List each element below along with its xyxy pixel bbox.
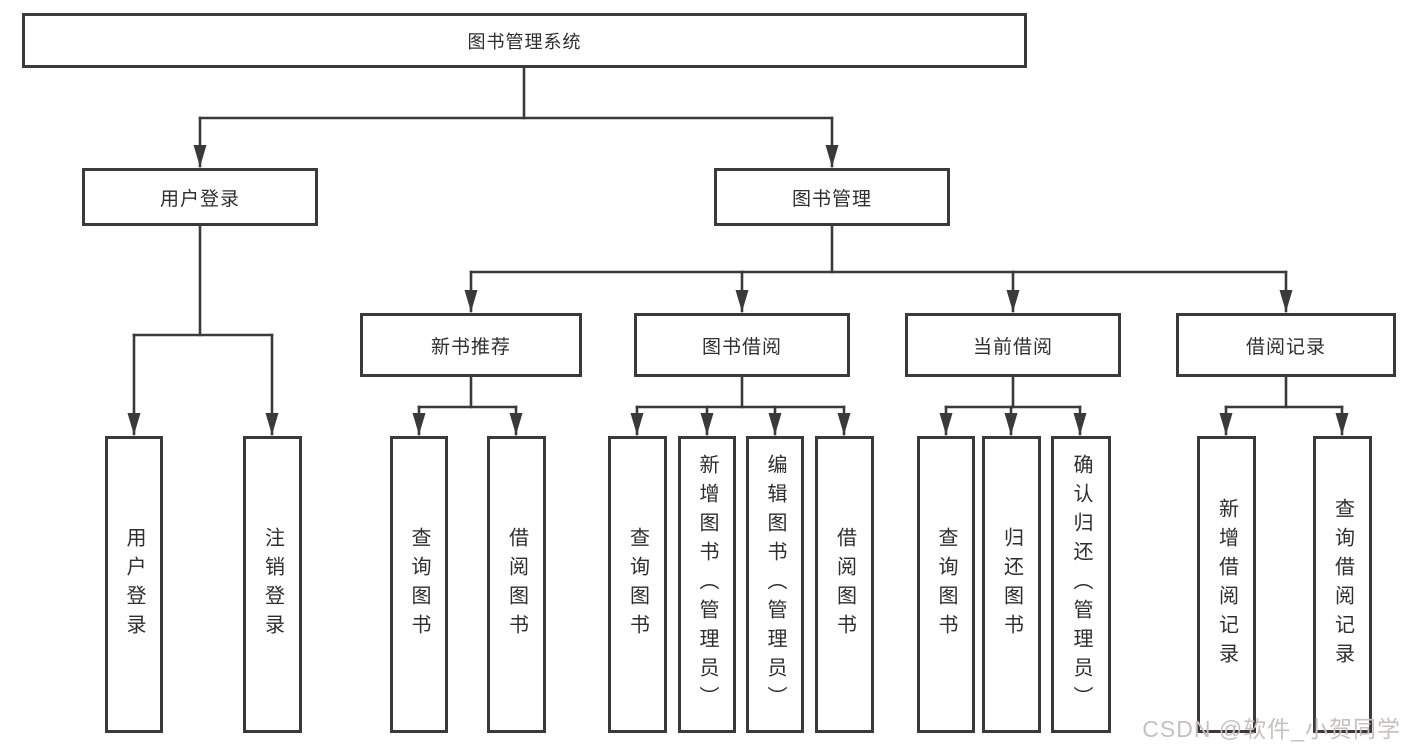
node-label: 当前借阅 [972,336,1053,358]
node-label: 新增图书（管理员） [696,454,718,715]
node-label: 借阅记录 [1245,336,1326,358]
node-label: 用户登录 [159,188,240,210]
node-label: 新增借阅记录 [1215,497,1238,672]
node-label: 查询图书 [626,526,649,643]
node-book-borrowing: 图书借阅 [634,313,850,377]
node-label: 查询图书 [408,526,430,643]
node-label: 注销登录 [261,526,284,643]
node-label: 图书管理系统 [467,31,582,52]
node-label: 查询图书 [935,526,957,643]
leaf-logout: 注销登录 [243,436,302,733]
node-user-login: 用户登录 [82,168,318,226]
node-new-book-recommendation: 新书推荐 [360,313,582,377]
node-book-management: 图书管理 [714,168,950,226]
leaf-borrow-book-rec: 借阅图书 [487,436,546,733]
node-label: 查询借阅记录 [1331,497,1354,672]
csdn-watermark: CSDN @软件_小贺同学 [1142,716,1401,742]
leaf-borrow-book: 借阅图书 [815,436,874,733]
node-label: 新书推荐 [430,336,511,358]
node-label: 借阅图书 [833,526,856,643]
node-label: 确认归还（管理员） [1070,454,1092,715]
node-root-system: 图书管理系统 [22,13,1027,68]
leaf-query-book-current: 查询图书 [917,436,975,733]
node-label: 借阅图书 [505,526,528,643]
node-label: 图书借阅 [701,336,782,358]
leaf-query-borrow-record: 查询借阅记录 [1313,436,1372,733]
leaf-confirm-return-admin: 确认归还（管理员） [1051,436,1111,733]
leaf-user-login: 用户登录 [105,436,163,733]
leaf-add-book-admin: 新增图书（管理员） [678,436,736,733]
node-borrow-records: 借阅记录 [1176,313,1396,377]
leaf-return-book: 归还图书 [982,436,1041,733]
node-current-borrowing: 当前借阅 [905,313,1121,377]
leaf-edit-book-admin: 编辑图书（管理员） [746,436,804,733]
leaf-add-borrow-record: 新增借阅记录 [1197,436,1256,733]
node-label: 归还图书 [1000,526,1023,643]
node-label: 编辑图书（管理员） [764,454,786,715]
node-label: 图书管理 [791,188,872,210]
node-label: 用户登录 [123,526,145,643]
leaf-query-book-rec: 查询图书 [390,436,448,733]
leaf-query-book-borrow: 查询图书 [608,436,667,733]
